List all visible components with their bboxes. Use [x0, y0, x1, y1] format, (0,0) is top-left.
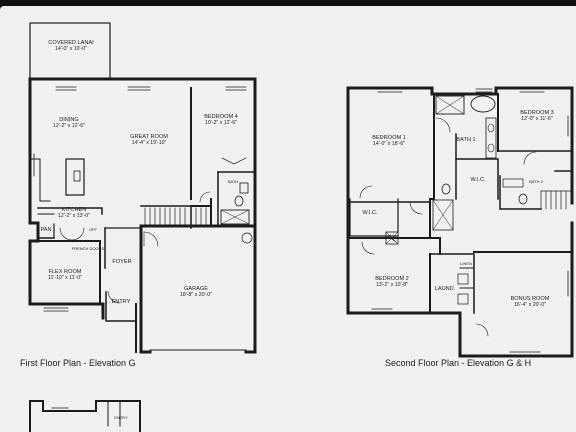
room-label-wic-bath-1: W.I.C.	[470, 177, 486, 183]
room-label-bedroom-1: BEDROOM 1 14'-0" x 18'-6"	[372, 135, 406, 148]
floor-plan-sheet: COVERED LANAI 14'-0" x 10'-0" DINING 12'…	[0, 6, 576, 432]
room-label-entry: ENTRY	[111, 299, 131, 305]
room-label-bath-2: BATH 2	[529, 179, 543, 184]
room-label-bedroom-2: BEDROOM 2 13'-2" x 10'-8"	[375, 276, 409, 289]
first-floor-walls	[28, 22, 257, 354]
second-floor-title: Second Floor Plan - Elevation G & H	[385, 358, 532, 368]
room-label-bath: BATH	[227, 179, 239, 184]
room-label-bonus-room: BONUS ROOM 16'-4" x 20'-0"	[510, 296, 550, 309]
room-label-flex-room: FLEX ROOM 11'-10" x 11'-0"	[47, 269, 83, 282]
room-label-off: OFF	[89, 227, 97, 232]
room-label-pantry: PAN	[40, 227, 52, 233]
room-label-covered-lanai: COVERED LANAI 14'-0" x 10'-0"	[48, 40, 94, 53]
room-label-garage: GARAGE 18'-8" x 20'-0"	[180, 286, 212, 299]
next-plan-preview	[29, 400, 141, 432]
room-label-great-room: GREAT ROOM 14'-4" x 19'-10"	[130, 134, 168, 147]
room-label-dining: DINING 12'-2" x 12'-6"	[53, 117, 85, 130]
first-floor-title: First Floor Plan - Elevation G	[20, 358, 136, 368]
room-label-bath-1: BATH 1	[456, 137, 476, 143]
room-label-kitchen: KITCHEN 12'-2" x 13'-0"	[58, 207, 90, 220]
room-label-linen: LINEN	[460, 261, 472, 266]
floor-plan-drawing	[28, 22, 574, 432]
second-floor-walls	[346, 86, 574, 358]
room-label-preview-entry: ENTRY	[114, 415, 128, 420]
room-label-bedroom-3: BEDROOM 3 12'-0" x 11'-6"	[520, 110, 554, 123]
room-label-foyer: FOYER	[112, 259, 132, 265]
room-label-laundry: LAUND.	[434, 286, 456, 292]
room-label-french-doors: FRENCH DOORS	[71, 246, 105, 251]
room-label-bedroom-4: BEDROOM 4 10'-2" x 12'-6"	[204, 114, 238, 127]
room-label-wic-bedroom-1: W.I.C.	[362, 210, 378, 216]
